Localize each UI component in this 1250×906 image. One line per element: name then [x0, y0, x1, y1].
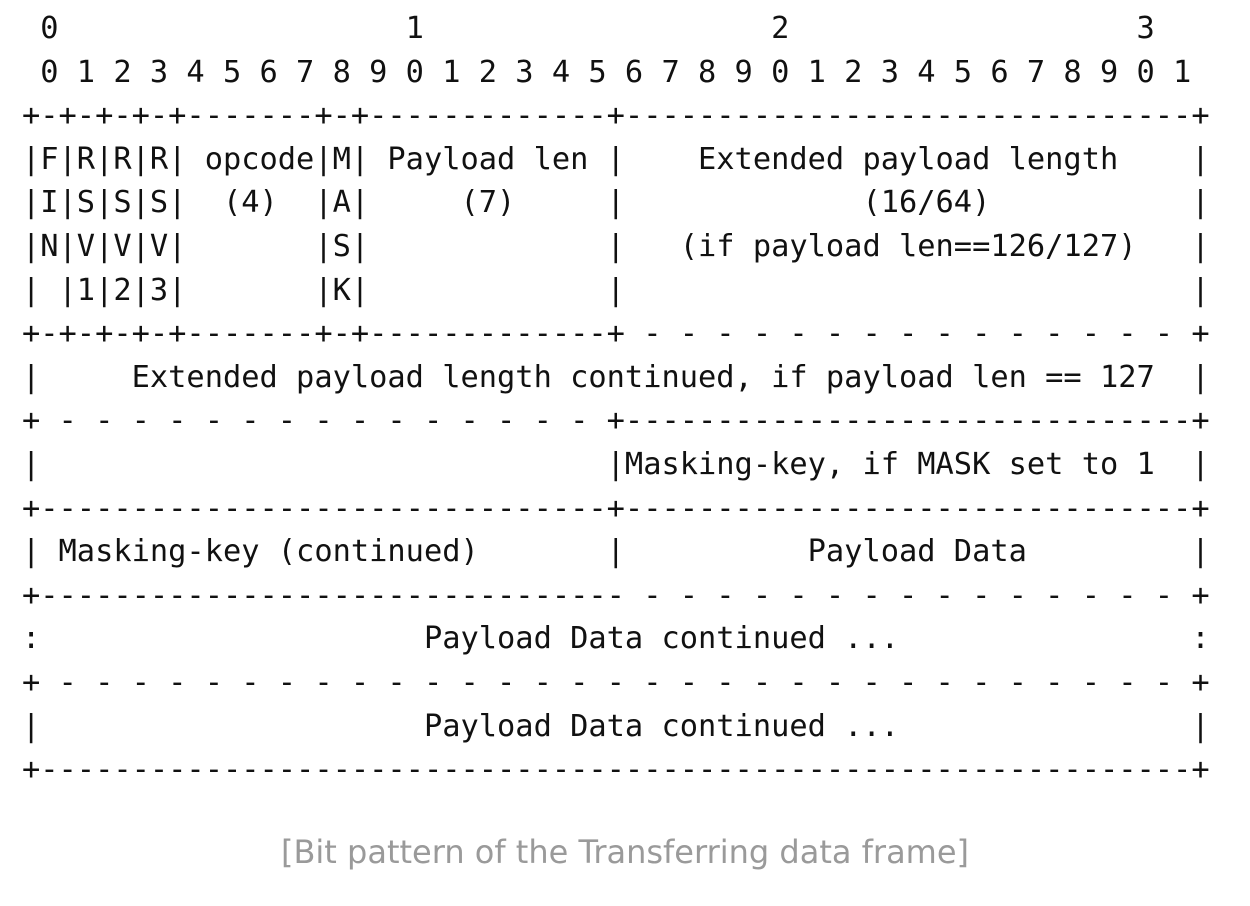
diagram-border-line: +-+-+-+-+-------+-+-------------+-------…	[22, 98, 1210, 134]
masking-key-row: | |Masking-key, if MASK set to 1 |	[22, 446, 1210, 482]
bit-octet-index-row: 0 1 2 3	[22, 11, 1155, 46]
payload-data-continued-row: | Payload Data continued ... |	[22, 708, 1210, 744]
header-fields-row-4: | |1|2|3| |K| | |	[22, 272, 1210, 308]
diagram-border-line: +-------------------------------+-------…	[22, 490, 1210, 526]
header-fields-row-2: |I|S|S|S| (4) |A| (7) | (16/64) |	[22, 185, 1210, 221]
diagram-border-line: +-------------------------------- - - - …	[22, 577, 1210, 613]
masking-key-continued-row: | Masking-key (continued) | Payload Data…	[22, 534, 1210, 570]
diagram-border-line: + - - - - - - - - - - - - - - - - - - - …	[22, 664, 1210, 700]
payload-data-continued-row: : Payload Data continued ... :	[22, 621, 1210, 657]
frame-bit-diagram: 0 1 2 3 0 1 2 3 4 5 6 7 8 9 0 1 2 3 4 5 …	[22, 7, 1210, 792]
extended-length-continued-row: | Extended payload length continued, if …	[22, 359, 1210, 395]
diagram-border-line: +---------------------------------------…	[22, 752, 1210, 788]
figure-caption: [Bit pattern of the Transferring data fr…	[280, 833, 970, 871]
diagram-border-line: +-+-+-+-+-------+-+-------------+ - - - …	[22, 316, 1210, 352]
bit-index-row: 0 1 2 3 4 5 6 7 8 9 0 1 2 3 4 5 6 7 8 9 …	[22, 54, 1192, 90]
diagram-border-line: + - - - - - - - - - - - - - - - +-------…	[22, 403, 1210, 439]
header-fields-row-1: |F|R|R|R| opcode|M| Payload len | Extend…	[22, 141, 1210, 177]
header-fields-row-3: |N|V|V|V| |S| | (if payload len==126/127…	[22, 228, 1210, 264]
